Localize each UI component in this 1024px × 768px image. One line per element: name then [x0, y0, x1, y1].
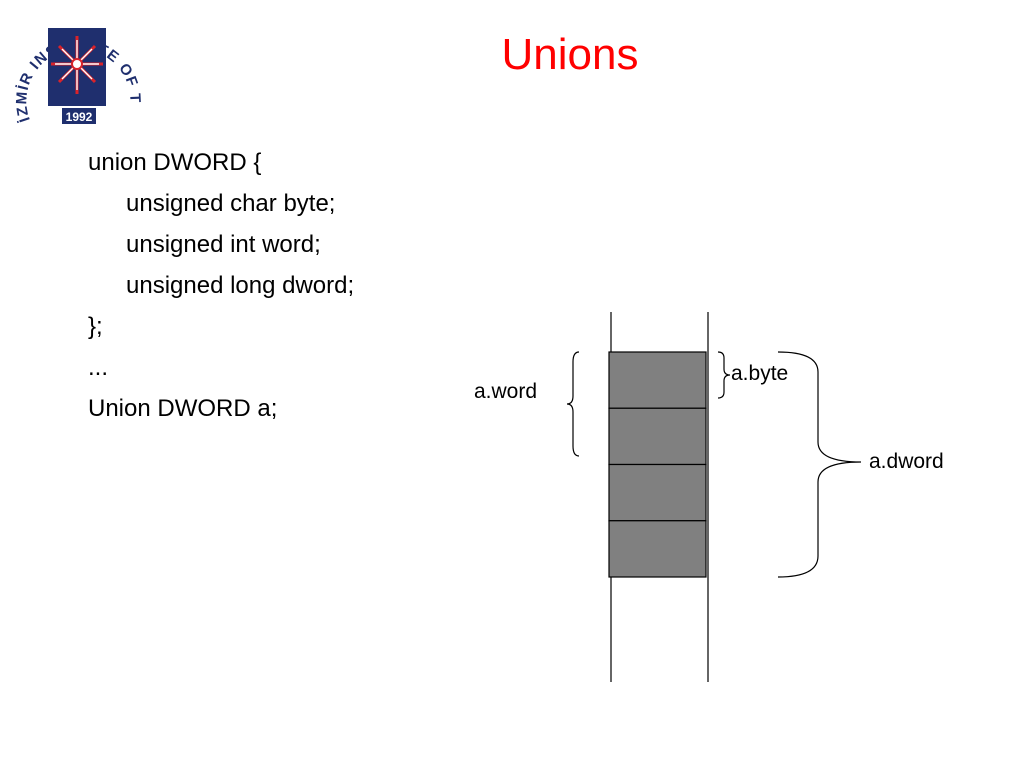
- code-line: union DWORD {: [88, 149, 262, 176]
- memory-cell: [608, 351, 707, 409]
- institute-logo: İZMİR INSTITUTE OF TECHNOLOGY 1992: [4, 2, 142, 124]
- code-line: unsigned char byte;: [126, 190, 336, 217]
- memory-cell: [608, 463, 707, 522]
- code-line: Union DWORD a;: [88, 395, 278, 422]
- memory-cell: [608, 407, 707, 466]
- code-line: unsigned int word;: [126, 231, 321, 258]
- word-brace: [566, 351, 580, 457]
- logo-star-center: [71, 58, 83, 70]
- code-line: unsigned long dword;: [126, 272, 355, 299]
- code-line: ...: [88, 354, 109, 381]
- dword-brace: [777, 351, 862, 578]
- logo-year: 1992: [66, 110, 93, 124]
- code-listing: union DWORD { unsigned char byte; unsign…: [88, 142, 354, 429]
- word-label: a.word: [474, 380, 538, 403]
- code-line: };: [88, 313, 103, 340]
- memory-cell: [608, 520, 707, 578]
- logo-year-box: [62, 108, 96, 124]
- memory-cells: [608, 351, 707, 578]
- byte-label: a.byte: [731, 362, 789, 385]
- slide-title: Unions: [501, 30, 639, 79]
- dword-label: a.dword: [869, 450, 944, 473]
- byte-brace: [717, 351, 731, 399]
